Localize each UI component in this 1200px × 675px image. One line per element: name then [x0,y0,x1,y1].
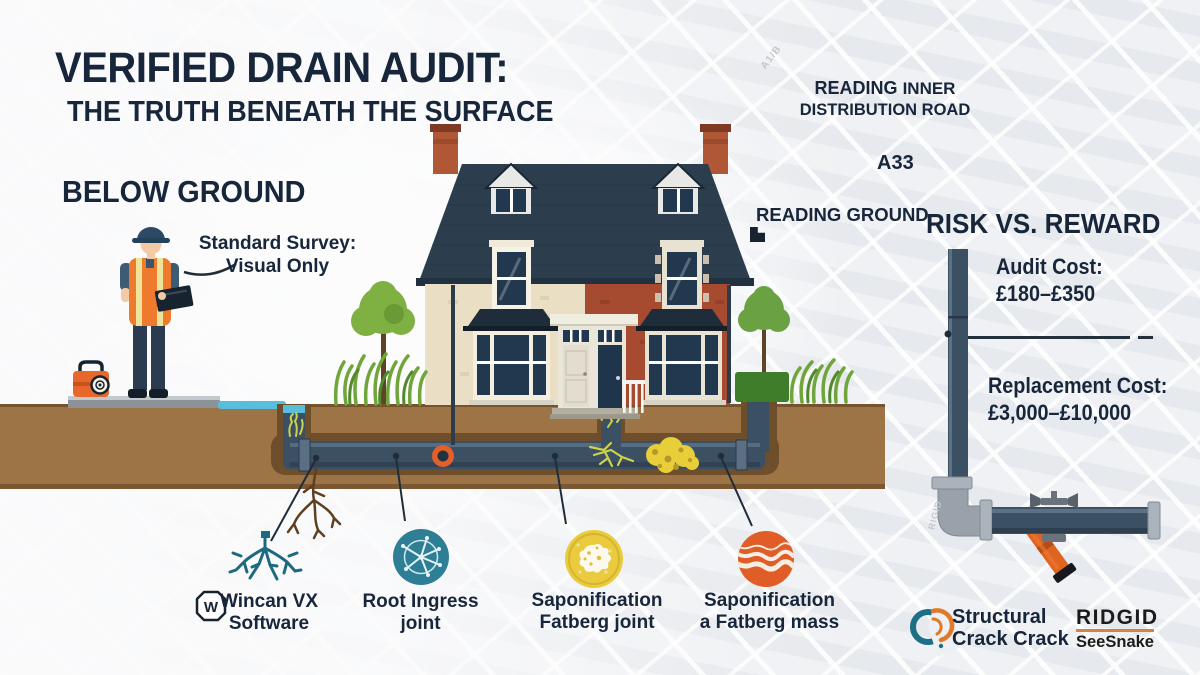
main-drain-pipe [283,398,769,472]
structural-crack-label: Structural Crack Crack [952,606,1069,650]
hard-hat [137,227,165,240]
legend-fatmass-line1: Saponification [704,590,835,611]
ridgid-product: SeeSnake [1076,633,1154,651]
tree-right [738,286,790,398]
map-road-label: READING INNER DISTRIBUTION ROAD [795,78,975,121]
dormer-left [483,162,539,214]
page-subtitle: THE TRUTH BENEATH THE SURFACE [67,96,554,128]
survey-note-line1: Standard Survey: [198,233,357,254]
legend-root-line1: Root Ingress [362,591,479,612]
legend-wincan-line2: Software [228,612,310,634]
legend-fatmass-line2: a Fatberg mass [699,611,840,633]
road-label-bold: READING [814,78,898,98]
door-left [563,345,589,407]
section-below-ground: BELOW GROUND [62,174,306,209]
road-label-rest: INNER [902,79,956,98]
dormer-right [650,162,706,214]
structural-line2: Crack Crack [952,628,1069,650]
legend-item-root-ingress: Root Ingress joint [358,591,483,634]
tree-left [351,281,415,404]
legend-item-fatberg-joint: Saponification Fatberg joint [527,590,667,633]
legend-item-fatberg-mass: Saponification a Fatberg mass [697,590,842,633]
w-badge: W [195,590,227,622]
cost-divider-dash [1138,336,1153,339]
root-ingress-icon [393,529,449,585]
porch-railing [622,380,645,413]
page-title: VERIFIED DRAIN AUDIT: [55,44,509,92]
inspection-shaft [283,405,305,437]
structural-crack-icon [910,597,966,657]
ridgid-underline [1076,629,1154,632]
fatberg-blob [646,437,699,473]
pipe-assembly [931,476,1161,583]
structural-line1: Structural [952,606,1047,628]
valve [1030,491,1078,542]
replacement-cost-block: Replacement Cost: £3,000–£10,000 [988,372,1167,426]
road-label-line2: DISTRIBUTION ROAD [799,101,971,119]
legend-item-wincan: Wincan VX Software [218,591,320,634]
audit-cost-value: £180–£350 [996,281,1096,306]
downpipe-right [727,285,731,403]
wincan-roots-icon [228,531,303,581]
hedge [735,372,789,402]
legend-wincan-line1: Wincan VX [219,591,318,612]
surveyor-figure [120,227,194,398]
bay-window-right [636,309,731,405]
upper-window-left [488,240,535,315]
drain-camera-reel [73,360,110,397]
upper-window-right [655,240,709,315]
gasket-ring [432,445,454,467]
standard-survey-note: Standard Survey: Visual Only [195,232,360,278]
fatberg-joint-icon [565,530,623,588]
replacement-cost-label: Replacement Cost: [988,373,1168,398]
chimney-left [433,126,458,174]
legend-fatjoint-line2: Fatberg joint [539,611,655,633]
legend-fatjoint-line1: Saponification [531,590,663,611]
grass-left [333,352,428,406]
tree-roots-underground [286,467,342,540]
ridgid-logo: RIDGID [1076,606,1159,629]
inspection-camera-tool [1024,521,1077,583]
section-risk-vs-reward: RISK VS. REWARD [926,208,1161,239]
grass-right [789,358,854,404]
map-reading-ground: READING GROUND [756,204,929,225]
cost-scale-pipe [944,249,968,489]
map-route-a33: A33 [877,152,914,174]
fatberg-mass-icon [738,531,794,587]
audit-cost-label: Audit Cost: [996,254,1103,279]
leader-lines [183,262,753,542]
bay-window-left [463,309,560,405]
survey-note-line2: Visual Only [225,256,330,277]
front-doors [550,314,640,419]
legend-root-line2: joint [400,612,441,634]
audit-cost-block: Audit Cost: £180–£350 [996,253,1103,307]
replacement-cost-value: £3,000–£10,000 [988,400,1132,425]
house [416,124,754,445]
downpipe-left [451,285,455,445]
water-puddle [218,401,286,409]
root-cracks-joint [588,441,635,468]
cost-divider-line [968,336,1130,339]
w-badge-letter: W [204,599,219,616]
